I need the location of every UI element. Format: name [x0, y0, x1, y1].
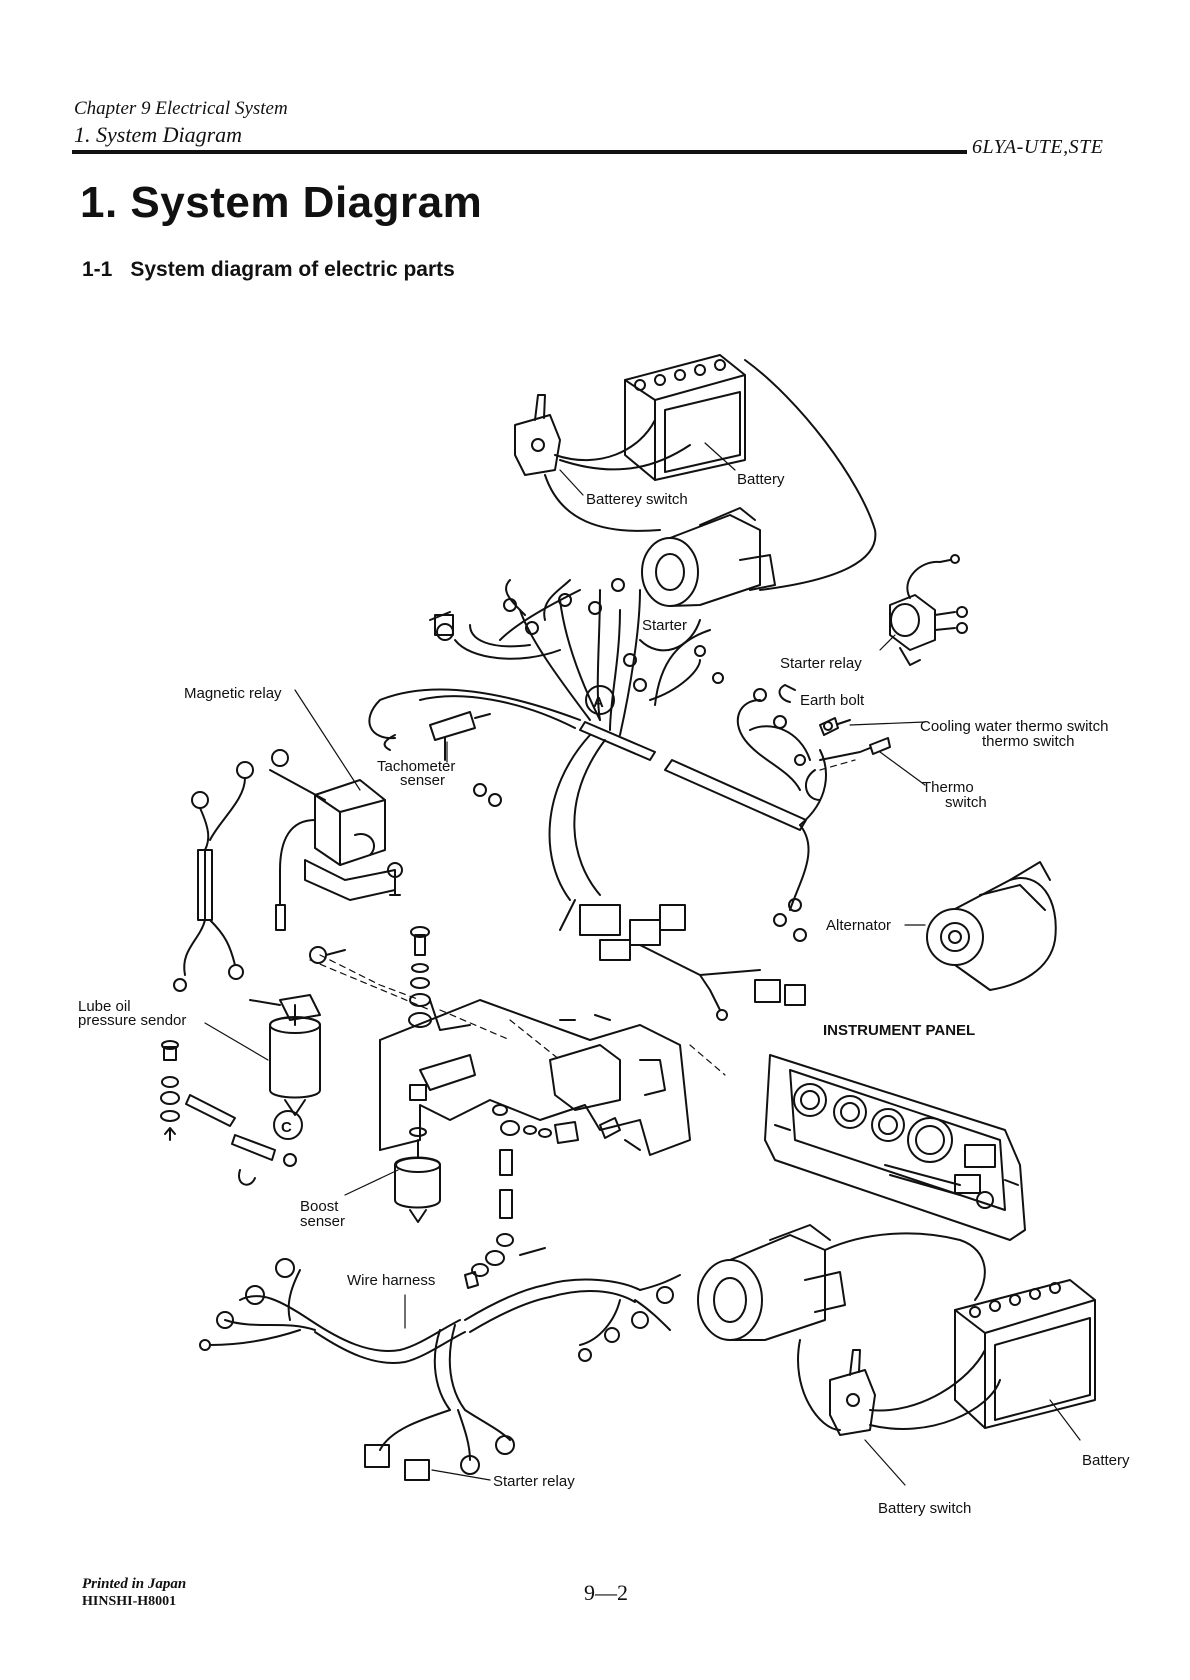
- label-battery-switch-top: Batterey switch: [586, 491, 688, 508]
- label-starter-relay-top: Starter relay: [780, 655, 862, 672]
- label-thermo-switch-1: Thermo: [922, 779, 974, 796]
- alternator-drawing: [926, 861, 1057, 991]
- battery-top-drawing: [624, 354, 746, 481]
- label-starter: Starter: [642, 617, 687, 634]
- center-fittings: [464, 1104, 641, 1289]
- marker-a-circle: [585, 685, 615, 715]
- footer-printed: Printed in Japan: [82, 1576, 187, 1592]
- thermo-switches-drawing: [778, 684, 891, 801]
- label-boost-2: senser: [300, 1213, 345, 1230]
- label-cooling-thermo-switch-line2: thermo switch: [982, 733, 1075, 750]
- subtitle-text: System diagram of electric parts: [130, 258, 455, 281]
- boost-sensor-drawing: [394, 1084, 441, 1223]
- header-model: 6LYA-UTE,STE: [972, 136, 1104, 158]
- tachometer-sensor-drawing: [383, 711, 491, 761]
- engine-block-drawing: [379, 999, 691, 1156]
- main-harness-drawing: [368, 579, 827, 911]
- instrument-panel-drawing: [764, 1054, 1026, 1241]
- header-rule: [72, 150, 967, 154]
- section-subtitle: 1-1 System diagram of electric parts: [82, 258, 455, 282]
- footer-code: HINSHI-H8001: [82, 1594, 177, 1609]
- label-battery-top: Battery: [737, 471, 785, 488]
- label-boost-1: Boost: [300, 1198, 339, 1215]
- magnetic-relay-drawing: [269, 769, 403, 931]
- label-magnetic-relay: Magnetic relay: [184, 685, 282, 702]
- harness-connectors: [429, 578, 807, 942]
- label-instrument-panel: INSTRUMENT PANEL: [823, 1022, 975, 1039]
- label-battery-switch-bottom: Battery switch: [878, 1500, 971, 1517]
- starter-bottom-drawing: [697, 1224, 846, 1341]
- footer-page-number: 9—2: [584, 1580, 628, 1605]
- label-marker-c: C: [281, 1119, 292, 1136]
- label-wire-harness: Wire harness: [347, 1272, 435, 1289]
- header-chapter: Chapter 9 Electrical System: [74, 98, 288, 119]
- label-marker-a: A: [593, 694, 604, 711]
- marker-c-circle: [273, 1110, 303, 1140]
- subtitle-number: 1-1: [82, 258, 113, 281]
- label-alternator: Alternator: [826, 917, 891, 934]
- connector-cluster-drawing: [559, 899, 806, 1021]
- dashed-leaders: [309, 759, 856, 1076]
- bolt-washer-stack: [309, 926, 432, 1028]
- label-lube-oil-1: Lube oil: [78, 998, 131, 1015]
- label-lube-oil-2: pressure sendor: [78, 1012, 186, 1029]
- label-earth-bolt: Earth bolt: [800, 692, 865, 709]
- left-fittings-drawing: [160, 1040, 297, 1186]
- page-title: 1. System Diagram: [80, 178, 483, 227]
- label-thermo-switch-2: switch: [945, 794, 987, 811]
- label-tachometer-1: Tachometer: [377, 758, 455, 775]
- battery-bottom-drawing: [954, 1279, 1096, 1429]
- starter-top-drawing: [641, 507, 776, 607]
- lube-oil-sender-drawing: [249, 994, 321, 1116]
- battery-switch-top-drawing: [514, 394, 561, 476]
- label-battery-bottom: Battery: [1082, 1452, 1130, 1469]
- label-tachometer-2: senser: [400, 772, 445, 789]
- battery-switch-bottom-drawing: [829, 1349, 876, 1436]
- label-cooling-water-thermo-switch: Cooling water thermo switch: [920, 718, 1108, 735]
- left-connector-group: [173, 749, 289, 992]
- header-section: 1. System Diagram: [74, 122, 243, 147]
- label-starter-relay-bottom: Starter relay: [493, 1473, 575, 1490]
- wire-harness-bottom-drawing: [199, 1258, 681, 1481]
- starter-relay-top-drawing: [889, 554, 968, 666]
